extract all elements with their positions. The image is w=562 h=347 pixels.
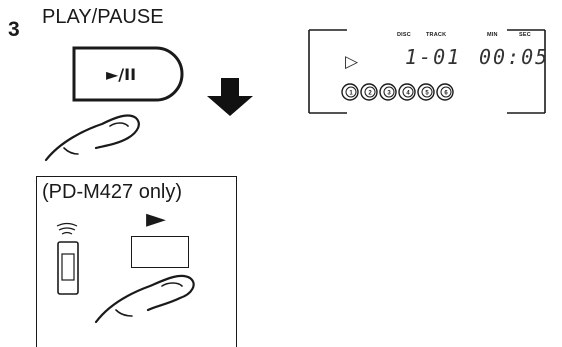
- infrared-signal-icon: [56, 222, 78, 235]
- play-pause-button-shape: [72, 46, 184, 102]
- disc-slot-row: 1 2 3 4 5 6: [341, 82, 471, 102]
- disc-slot-icon: 1: [341, 83, 359, 101]
- disc-label: DISC: [397, 32, 411, 38]
- remote-play-button[interactable]: [131, 236, 189, 268]
- remote-panel: [36, 176, 237, 347]
- time-readout: 00:05: [479, 45, 550, 69]
- pointing-hand-icon: [44, 114, 140, 162]
- track-label: TRACK: [426, 32, 447, 38]
- remote-play-symbol: ►: [146, 204, 166, 234]
- lcd-display: DISC TRACK MIN SEC ▷ 1-01 00:05 1 2 3 4 5 6: [307, 29, 547, 114]
- play-pause-label: ►/II: [105, 64, 137, 84]
- lcd-frame: [308, 29, 546, 114]
- play-indicator-icon: ▷: [345, 52, 359, 72]
- disc-slot-number: 1: [349, 91, 353, 97]
- disc-slot-number: 3: [387, 91, 391, 97]
- pointing-hand-icon: [94, 274, 195, 324]
- step-title: PLAY/PAUSE: [42, 6, 164, 28]
- step-number: 3: [8, 18, 20, 41]
- play-pause-button[interactable]: ►/II: [72, 46, 184, 102]
- disc-slot-number: 5: [425, 91, 429, 97]
- disc-slot-icon: 6: [436, 83, 454, 101]
- disc-slot-icon: 2: [360, 83, 378, 101]
- disc-slot-number: 2: [368, 91, 372, 97]
- disc-slots: 1 2 3 4 5 6: [341, 83, 454, 101]
- sec-label: SEC: [519, 32, 531, 38]
- disc-slot-icon: 3: [379, 83, 397, 101]
- play-pause-button-illustration: ►/II: [72, 46, 184, 102]
- down-arrow-icon: [207, 78, 253, 116]
- disc-slot-icon: 4: [398, 83, 416, 101]
- disc-slot-number: 6: [444, 91, 448, 97]
- remote-control-icon: [57, 241, 79, 295]
- disc-slot-icon: 5: [417, 83, 435, 101]
- min-label: MIN: [487, 32, 498, 38]
- disc-slot-number: 4: [406, 91, 410, 97]
- disc-track-readout: 1-01: [405, 45, 462, 69]
- model-note: (PD-M427 only): [42, 181, 183, 203]
